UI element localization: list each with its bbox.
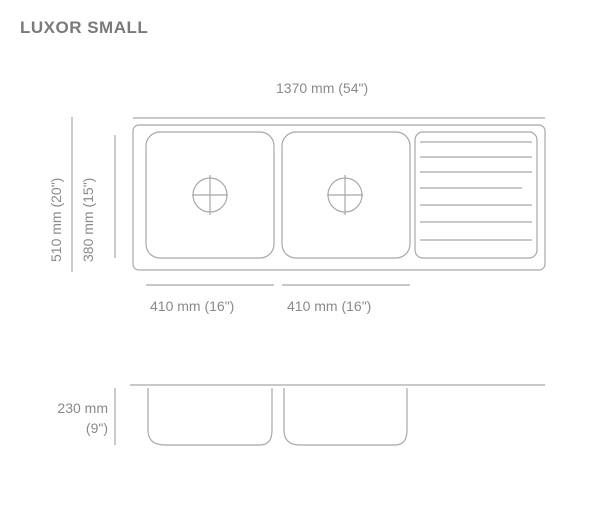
side-view [114,384,545,446]
overall-depth-label: 510 mm (20") [48,177,64,262]
side-bowl-2 [283,388,408,446]
bowl-2-width-label: 410 mm (16") [287,298,372,314]
drainboard [414,131,538,259]
top-view [71,117,546,286]
side-bowl-1 [147,388,273,446]
bowl-1 [145,131,275,259]
overall-width-label: 1370 mm (54") [276,80,369,96]
bowl-height-label: 230 mm (9") [57,400,108,436]
bowl-1-width-label: 410 mm (16") [150,298,235,314]
bowl-depth-label: 380 mm (15") [80,177,96,262]
sink-outline [132,124,546,271]
product-title: LUXOR SMALL [20,18,149,37]
bowl-2 [281,131,411,259]
